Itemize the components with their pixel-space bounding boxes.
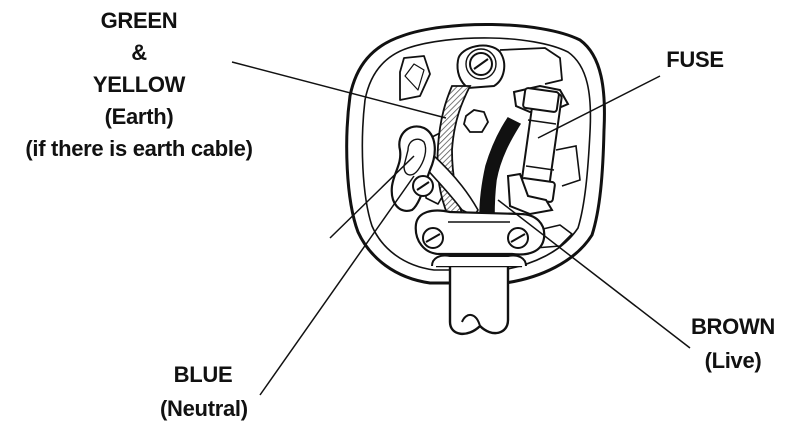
fuse-assembly — [506, 84, 581, 216]
fuse-band-2 — [525, 165, 555, 171]
leader-live — [497, 199, 691, 349]
fuse-label: FUSE — [655, 47, 735, 72]
earth-terminal — [456, 44, 506, 133]
plug-outer-shell — [345, 23, 606, 285]
cable-grommet — [431, 254, 527, 267]
fuse-clip-side — [555, 145, 581, 187]
earth-nut — [463, 109, 490, 133]
earth-label-line-4: (Earth) — [104, 104, 174, 129]
fuse-cap-top — [522, 87, 560, 113]
earth-label-line-3: YELLOW — [92, 72, 186, 97]
leader-neutral-a — [259, 175, 415, 396]
neutral-terminal-screw-slot — [416, 181, 430, 191]
live-label-line-1: BROWN — [690, 314, 776, 339]
cord-grip-screw-right-slot — [510, 233, 526, 243]
leader-lines — [231, 61, 691, 396]
earth-label-line-1: GREEN — [100, 8, 178, 33]
plug-top-pocket-inner — [404, 63, 425, 91]
neutral-label-line-1: BLUE — [173, 362, 233, 387]
plug-top-pocket — [399, 55, 431, 101]
plug-right-ledge — [499, 47, 563, 85]
earth-label-line-2: & — [131, 40, 147, 65]
live-wire-label: BROWN (Live) — [690, 314, 776, 382]
fuse-clip-bottom — [506, 172, 554, 216]
live-label-line-2: (Live) — [704, 348, 762, 373]
earth-wire-label: GREEN & YELLOW (Earth) (if there is eart… — [0, 8, 278, 168]
cord-grip — [414, 209, 546, 256]
earth-terminal-screw-slot — [473, 58, 489, 70]
neutral-wire-label: BLUE (Neutral) — [160, 362, 248, 430]
neutral-terminal — [390, 125, 436, 212]
fuse-label-line-1: FUSE — [666, 47, 724, 72]
leader-earth — [231, 61, 447, 119]
cable-end-cut — [461, 314, 481, 327]
fuse-band-1 — [527, 119, 557, 125]
plug-body — [345, 23, 606, 285]
earth-label-line-5: (if there is earth cable) — [25, 136, 253, 161]
mains-cable — [431, 254, 527, 335]
cord-grip-screw-left-slot — [425, 233, 441, 243]
neutral-pin-inner — [403, 138, 427, 176]
leader-fuse — [537, 75, 661, 139]
plug-inner-rim — [361, 37, 592, 271]
leader-neutral-b — [329, 155, 415, 239]
neutral-label-line-2: (Neutral) — [160, 396, 248, 421]
earth-terminal-screw-ring — [465, 48, 497, 80]
